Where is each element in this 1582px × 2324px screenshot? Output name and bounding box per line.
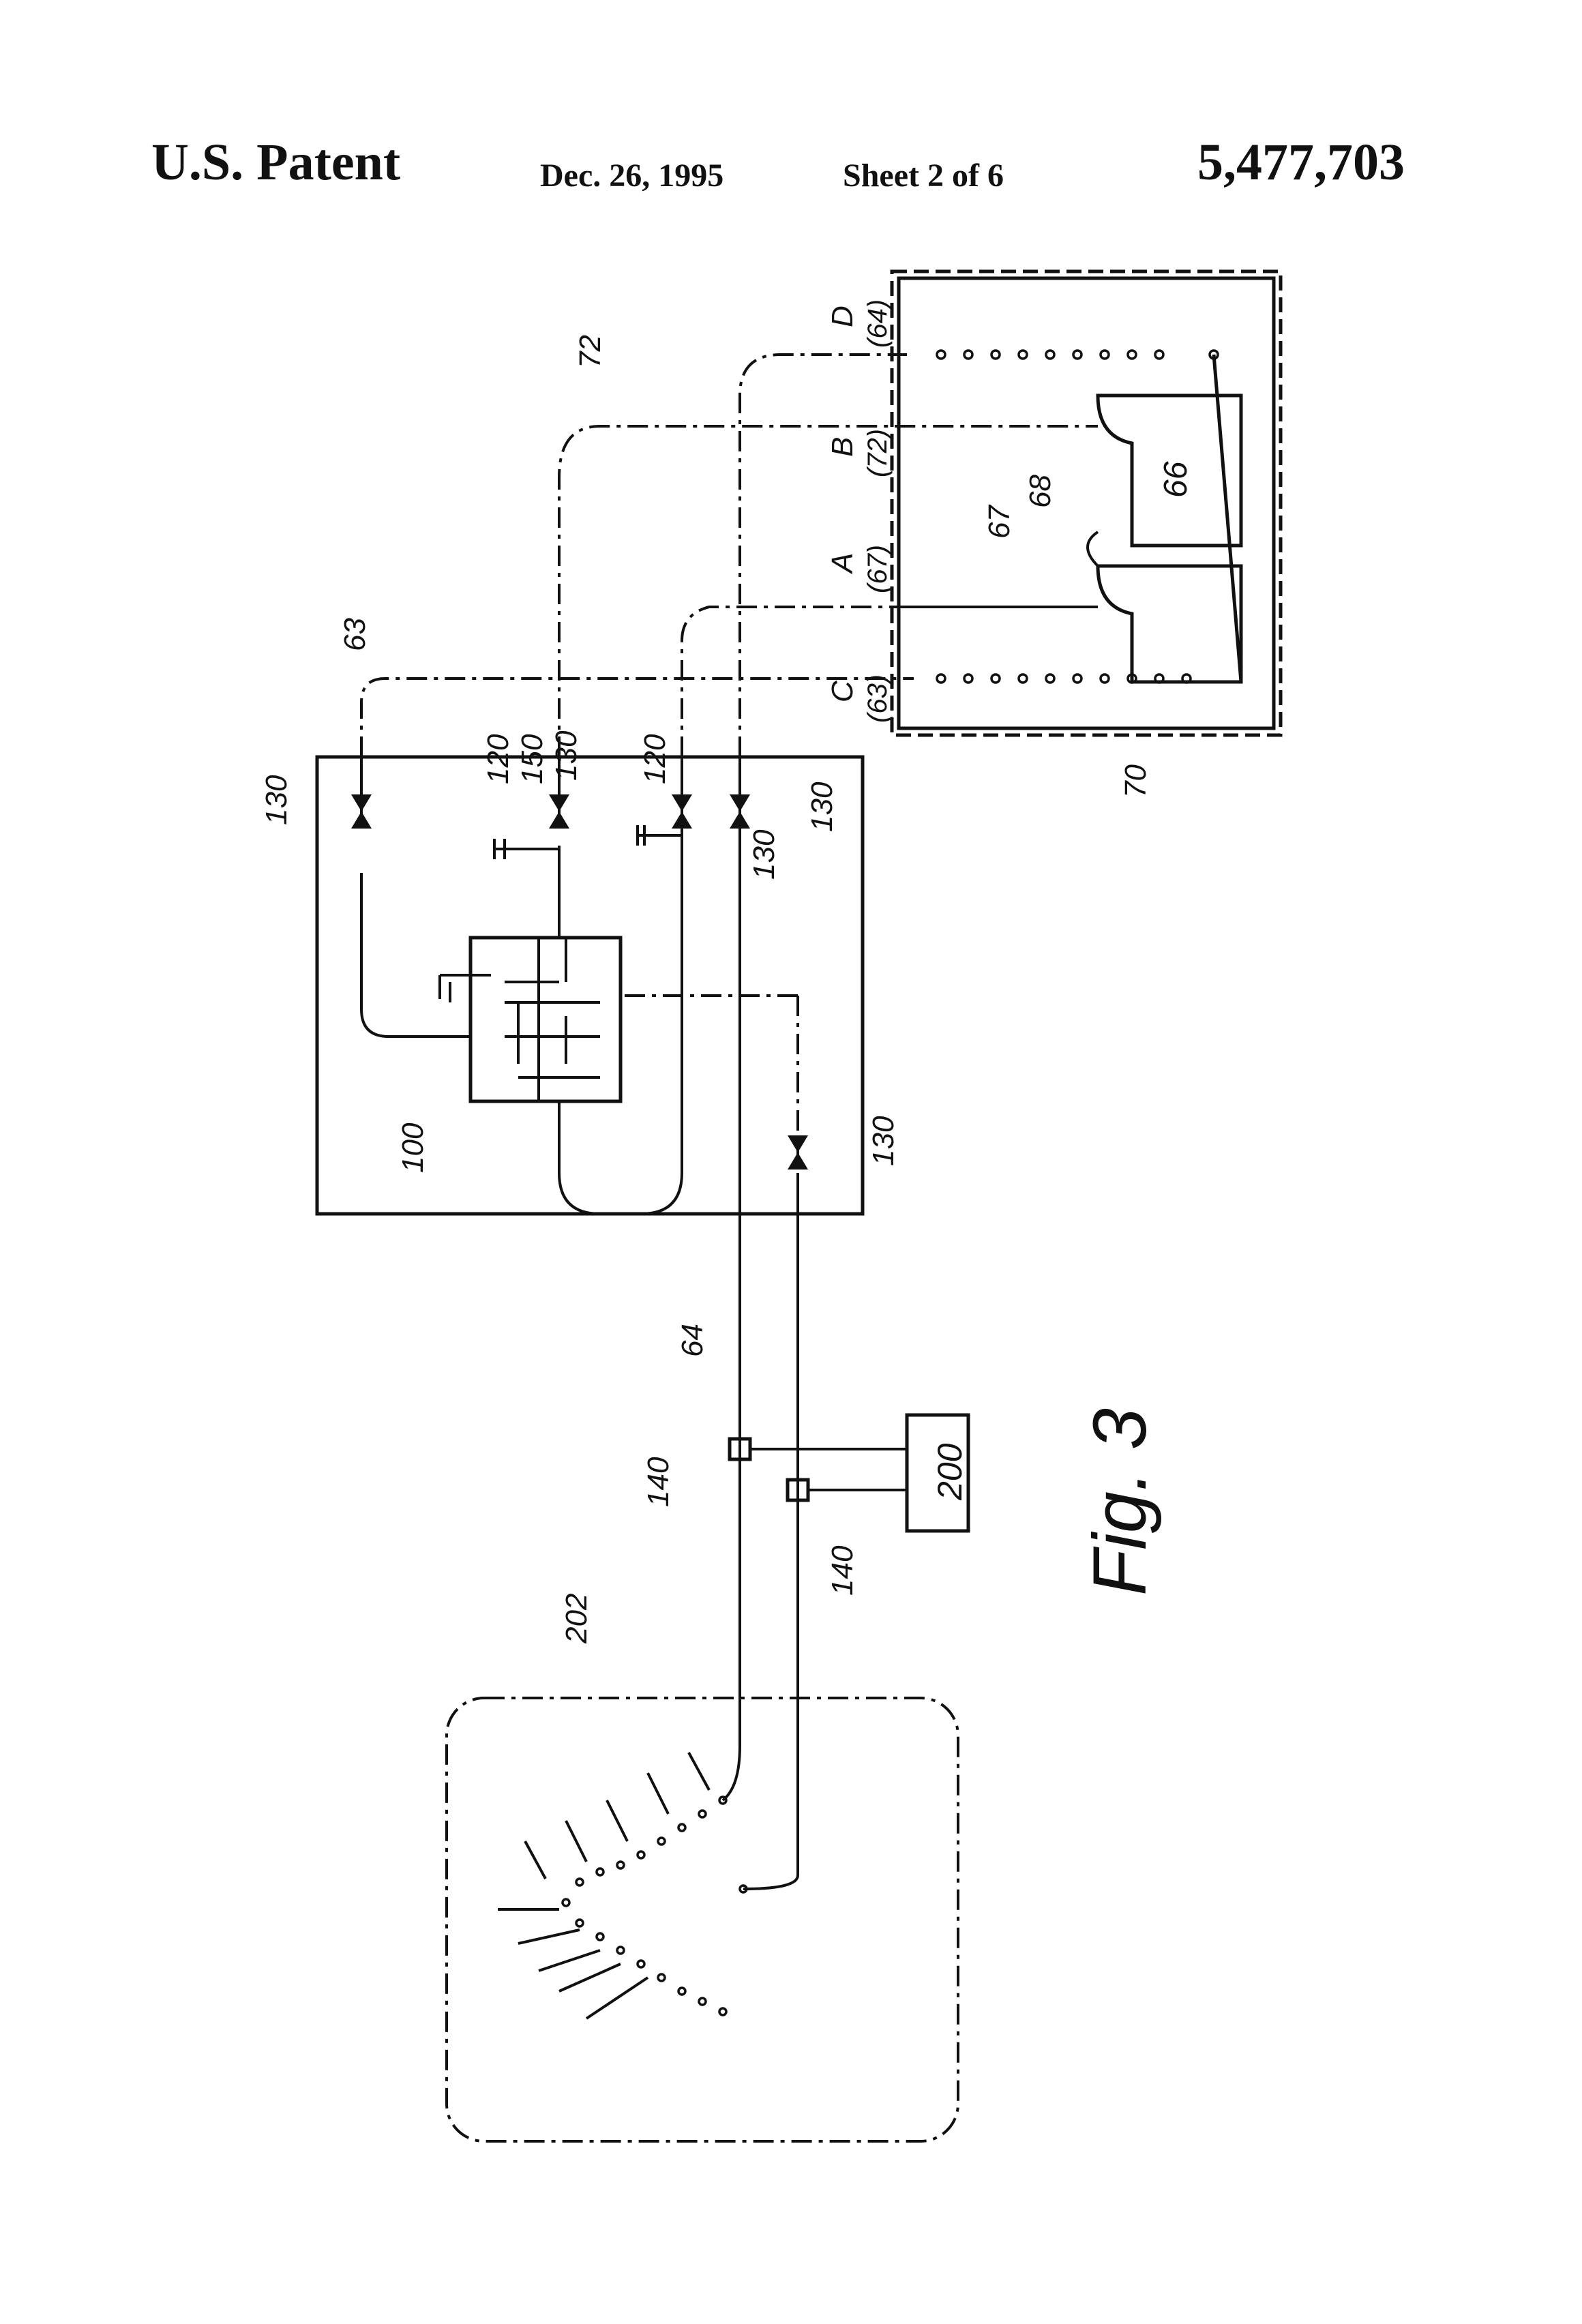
label-140-b: 140	[826, 1545, 859, 1596]
figure-caption: Fig. 3	[1078, 1408, 1162, 1596]
label-67: 67	[983, 505, 1016, 539]
label-150: 150	[516, 734, 549, 784]
label-140-a: 140	[642, 1457, 675, 1507]
line-64	[723, 757, 740, 1800]
valve-130-a	[351, 794, 372, 829]
label-120-b: 120	[638, 734, 672, 784]
label-D2: (64)	[863, 299, 893, 348]
label-120-a: 120	[481, 734, 515, 784]
sensor-wires	[750, 1449, 907, 1490]
label-D: D	[826, 306, 859, 327]
manifold-stem	[440, 975, 491, 1002]
label-63: 63	[338, 618, 372, 651]
label-130-e: 130	[867, 1116, 900, 1166]
label-100: 100	[396, 1122, 430, 1173]
tank-70	[1098, 566, 1241, 682]
spray-arrows	[498, 1753, 709, 2018]
valve-130-b	[549, 794, 569, 829]
label-66: 66	[1158, 461, 1194, 498]
refrigeration-enclosure-outer	[892, 271, 1281, 735]
label-72: 72	[573, 335, 607, 368]
labels: 63 72 130 120 150 130 120 130 130 130 10…	[260, 299, 1194, 1644]
valve-130-c	[672, 794, 692, 829]
label-B2: (72)	[863, 429, 893, 477]
valve-120-a	[494, 839, 559, 859]
return-line-solid	[743, 1173, 798, 1889]
label-130-b: 130	[550, 730, 583, 781]
pipe-68	[1088, 532, 1098, 566]
label-C: C	[826, 680, 859, 702]
label-64: 64	[676, 1324, 709, 1357]
label-130-a: 130	[260, 775, 293, 825]
label-A2: (67)	[863, 545, 893, 593]
label-B: B	[826, 437, 859, 457]
coil-top	[937, 351, 1218, 359]
label-130-c: 130	[747, 829, 781, 880]
label-68: 68	[1024, 475, 1057, 508]
label-C2: (63)	[863, 674, 893, 723]
label-70: 70	[1119, 764, 1152, 798]
label-130-d: 130	[805, 781, 839, 832]
label-A: A	[826, 553, 859, 575]
line-63-solid	[361, 757, 471, 1037]
return-line	[621, 996, 798, 1173]
spray-nozzle-row	[563, 1797, 747, 2015]
line-72	[559, 426, 1098, 757]
valve-130-d	[730, 794, 750, 829]
manifold-internal-lines	[505, 938, 600, 1101]
valve-130-e	[788, 1135, 808, 1170]
spray-zone-enclosure	[447, 1698, 958, 2141]
label-202: 202	[560, 1594, 593, 1644]
tank-support	[1214, 355, 1241, 682]
refrigeration-enclosure-inner	[899, 278, 1274, 728]
label-200: 200	[931, 1443, 969, 1501]
